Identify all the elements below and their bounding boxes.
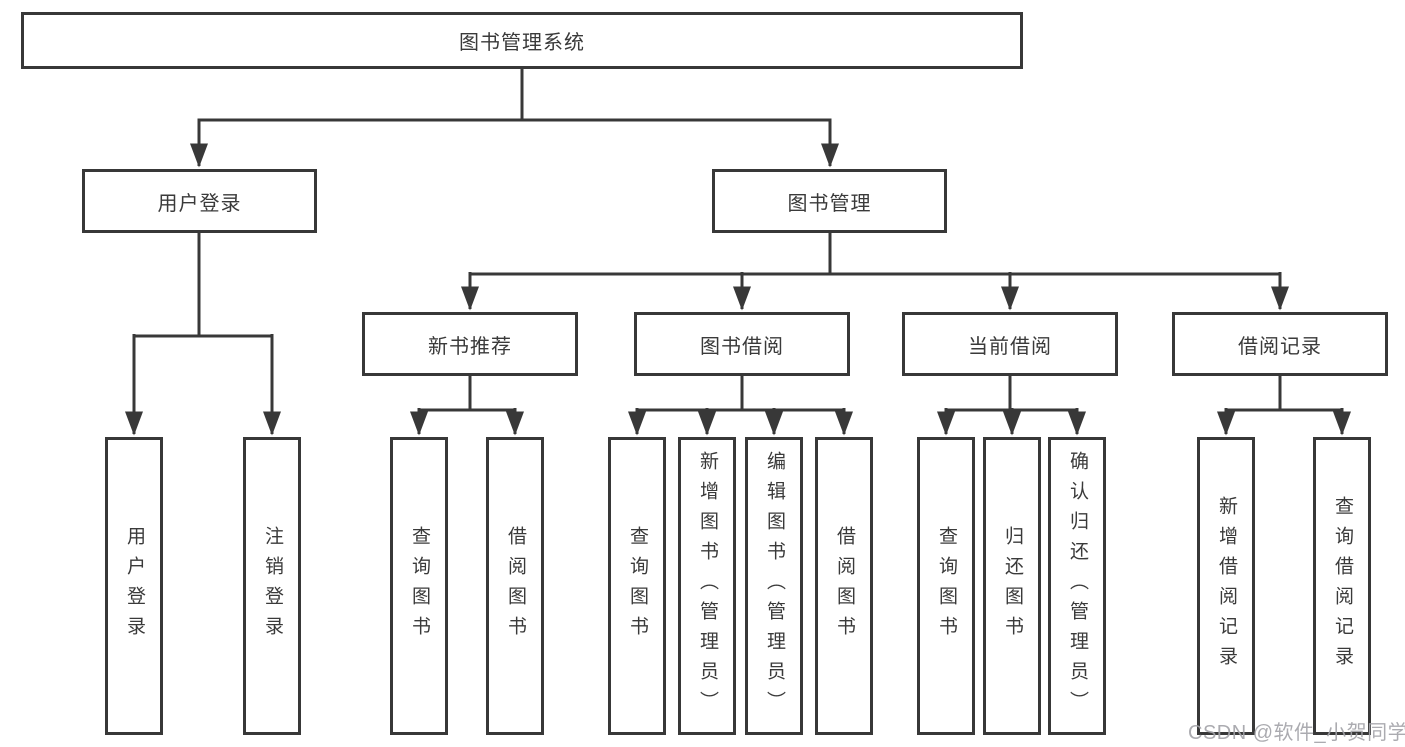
leaf-label: 借阅图书 xyxy=(505,526,526,646)
leaf-label: 用户登录 xyxy=(124,526,145,646)
leaf-query-books-recommend: 查询图书 xyxy=(390,437,448,735)
leaf-label: 注销登录 xyxy=(262,526,283,646)
leaf-return-books: 归还图书 xyxy=(983,437,1041,735)
node-current-borrow: 当前借阅 xyxy=(902,312,1118,376)
leaf-label: 借阅图书 xyxy=(834,526,855,646)
leaf-label: 查询图书 xyxy=(409,526,430,646)
node-book-borrow: 图书借阅 xyxy=(634,312,850,376)
leaf-label: 新增借阅记录 xyxy=(1216,496,1237,676)
leaf-label: 查询图书 xyxy=(936,526,957,646)
leaf-label: 编辑图书（管理员） xyxy=(764,451,785,721)
leaf-label: 归还图书 xyxy=(1002,526,1023,646)
leaf-borrow-books: 借阅图书 xyxy=(815,437,873,735)
leaf-query-books-borrow: 查询图书 xyxy=(608,437,666,735)
leaf-label: 确认归还（管理员） xyxy=(1067,451,1088,721)
leaf-borrow-books-recommend: 借阅图书 xyxy=(486,437,544,735)
leaf-logout: 注销登录 xyxy=(243,437,301,735)
leaf-query-borrow-record: 查询借阅记录 xyxy=(1313,437,1371,735)
leaf-label: 查询借阅记录 xyxy=(1332,496,1353,676)
leaf-edit-books-admin: 编辑图书（管理员） xyxy=(745,437,803,735)
leaf-label: 新增图书（管理员） xyxy=(697,451,718,721)
leaf-add-books-admin: 新增图书（管理员） xyxy=(678,437,736,735)
node-book-management: 图书管理 xyxy=(712,169,947,233)
leaf-add-borrow-record: 新增借阅记录 xyxy=(1197,437,1255,735)
leaf-label: 查询图书 xyxy=(627,526,648,646)
leaf-query-books-current: 查询图书 xyxy=(917,437,975,735)
leaf-confirm-return-admin: 确认归还（管理员） xyxy=(1048,437,1106,735)
node-user-login: 用户登录 xyxy=(82,169,317,233)
node-borrow-records: 借阅记录 xyxy=(1172,312,1388,376)
node-new-book-recommend: 新书推荐 xyxy=(362,312,578,376)
node-root-system: 图书管理系统 xyxy=(21,12,1023,69)
csdn-watermark: CSDN @软件_小贺同学 xyxy=(1188,722,1405,744)
leaf-user-login: 用户登录 xyxy=(105,437,163,735)
